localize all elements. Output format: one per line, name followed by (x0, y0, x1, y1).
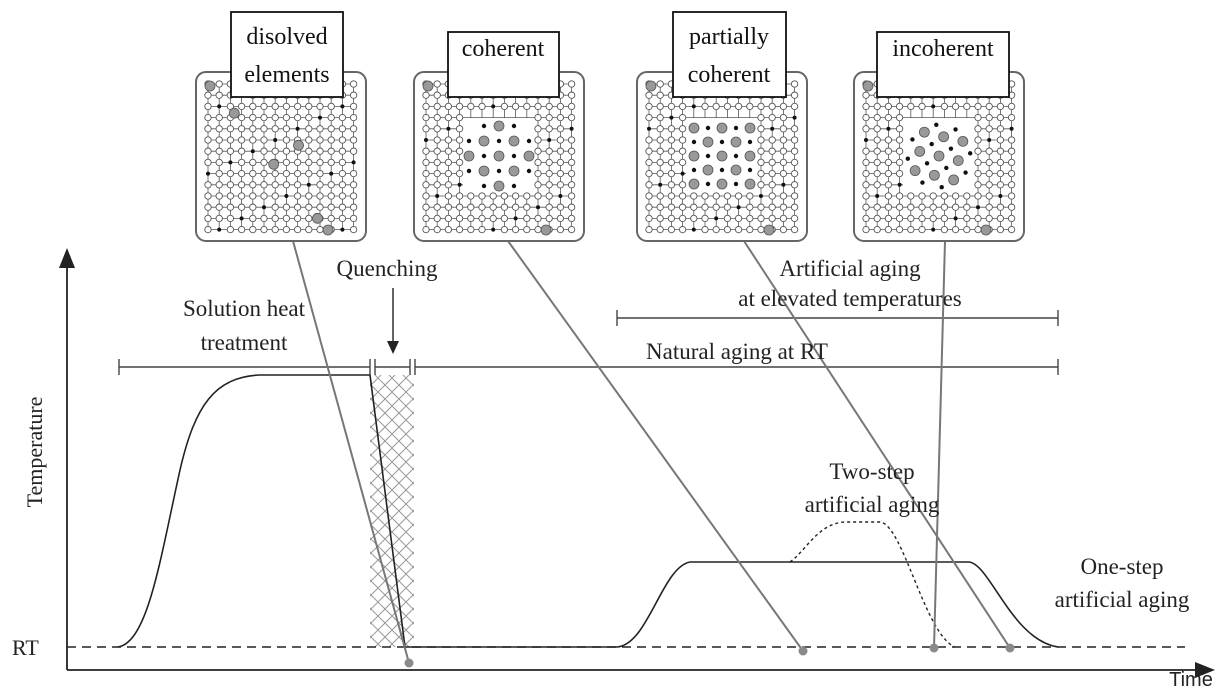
rt-label: RT (12, 635, 39, 660)
label-coherent: coherent (447, 31, 560, 98)
label-incoherent: incoherent (876, 31, 1010, 98)
solution-heat-treatment-line2: treatment (201, 330, 288, 355)
artificial-aging-bar (616, 310, 1059, 326)
label-partially-line1: partially (689, 24, 769, 50)
two-step-line2: artificial aging (805, 492, 940, 517)
label-dissolved-elements: disolved elements (230, 11, 344, 98)
label-partially-coherent: partially coherent (672, 11, 787, 98)
label-partially-line2: coherent (688, 62, 771, 88)
microstructure-panel-dissolved (195, 71, 367, 242)
label-incoherent-line1: incoherent (892, 36, 994, 62)
one-step-line2: artificial aging (1055, 587, 1190, 612)
quenching-arrow-head-icon (387, 341, 399, 354)
artificial-aging-line2: at elevated temperatures (738, 286, 962, 311)
microstructure-panel-partially-coherent (636, 71, 808, 242)
y-axis-arrow-icon (59, 248, 75, 268)
artificial-aging-line1: Artificial aging (779, 256, 921, 281)
x-axis-arrow-icon (1195, 662, 1215, 678)
quench-bar (375, 359, 411, 375)
label-dissolved-line2: elements (244, 62, 329, 88)
one-step-line1: One-step (1080, 554, 1163, 579)
two-step-aging-curve (789, 521, 956, 648)
microstructure-panel-incoherent (853, 71, 1025, 242)
x-axis-label: Time (1169, 669, 1213, 688)
quenching-label: Quenching (337, 256, 438, 281)
solution-heat-treatment-bar (118, 359, 376, 375)
connector-dots (404, 643, 1015, 668)
label-coherent-line1: coherent (462, 36, 545, 62)
quench-hatch-region (370, 375, 414, 647)
microstructure-panel-coherent (413, 71, 585, 242)
natural-aging-bar (414, 359, 1059, 375)
connector-lines (292, 240, 1011, 664)
y-axis-label: Temperature (22, 397, 47, 508)
solution-heat-treatment-line1: Solution heat (183, 296, 306, 321)
two-step-line1: Two-step (829, 459, 914, 484)
label-dissolved-line1: disolved (246, 24, 327, 50)
natural-aging-label: Natural aging at RT (646, 339, 828, 364)
temperature-curve (117, 374, 1059, 648)
